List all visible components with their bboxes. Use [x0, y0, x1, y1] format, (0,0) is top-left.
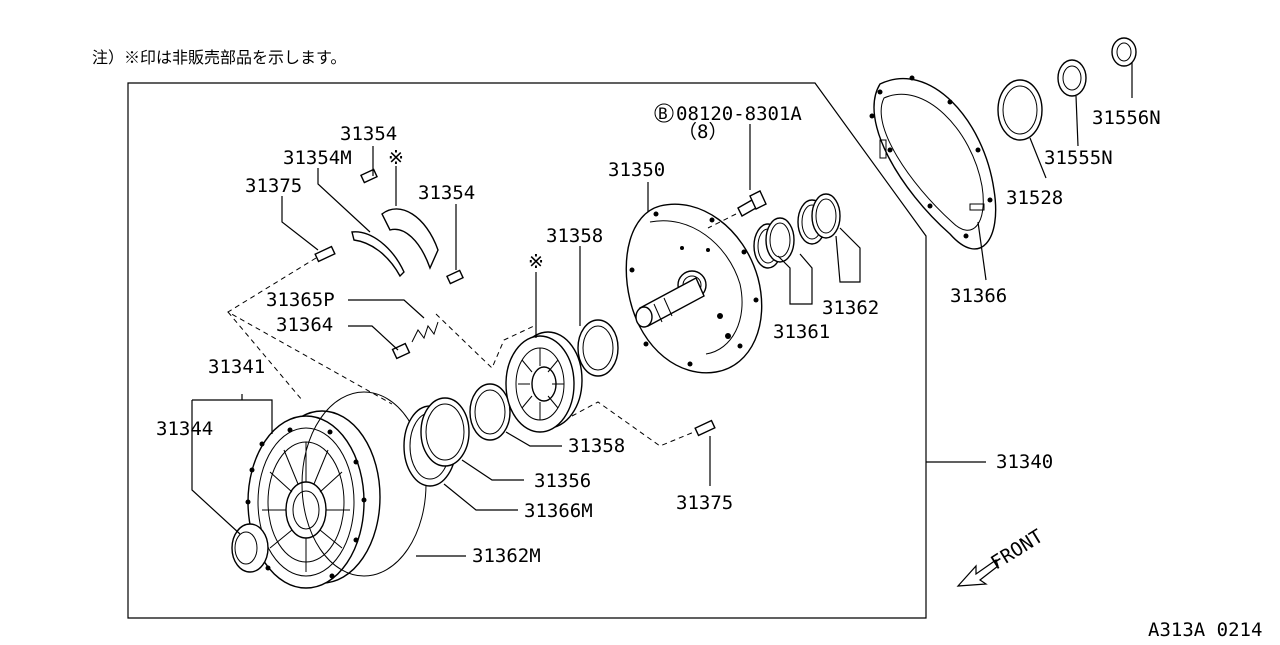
- label-31364: 31364: [276, 314, 333, 336]
- label-31354M: 31354M: [283, 147, 352, 169]
- label-31362: 31362: [822, 297, 879, 319]
- ring-31358-lower: [469, 383, 511, 441]
- label-31341: 31341: [208, 356, 265, 378]
- bolt: [707, 190, 767, 229]
- bolt-spec-number: 08120-8301A: [676, 103, 802, 125]
- label-31344: 31344: [156, 418, 213, 440]
- label-31340: 31340: [996, 451, 1053, 473]
- bolt-spec-circle: [654, 103, 674, 123]
- pump-gear: [505, 331, 583, 433]
- dowel-pin-right: [694, 419, 716, 437]
- pump-housing: [245, 410, 381, 589]
- leader-31375-left: [281, 196, 319, 251]
- label-31528: 31528: [1006, 187, 1063, 209]
- dash-line-2: [227, 311, 303, 401]
- label-31375-left: 31375: [245, 175, 302, 197]
- label-31365P: 31365P: [266, 289, 335, 311]
- front-label: FRONT: [987, 525, 1047, 574]
- gasket-31366: [869, 75, 997, 250]
- note-text: 注）※印は非販売部品を示します。: [92, 48, 346, 67]
- label-31350: 31350: [608, 159, 665, 181]
- label-asterisk-gear: ※: [528, 251, 544, 273]
- slide-vane: [351, 168, 464, 285]
- dash-line-3: [435, 313, 535, 369]
- dowel-pin-left: [314, 245, 336, 263]
- leader-31361: [777, 253, 813, 305]
- seal-rings-31362: [797, 193, 841, 245]
- leader-31354M: [317, 168, 371, 233]
- clip-31556N: [1111, 37, 1137, 67]
- label-31354-right: 31354: [418, 182, 475, 204]
- leader-31356: [461, 459, 524, 481]
- seal-rings-31361: [753, 217, 795, 269]
- pump-cover: [625, 203, 763, 374]
- leader-31358-bottom: [505, 431, 562, 447]
- ring-31555N: [1057, 59, 1087, 97]
- ring-31358-upper: [577, 319, 619, 377]
- label-31555N: 31555N: [1044, 147, 1113, 169]
- leader-31366: [977, 221, 987, 281]
- leader-31341: [192, 399, 273, 434]
- leader-31344: [191, 400, 241, 535]
- leader-31555N: [1075, 95, 1079, 147]
- leader-31364: [348, 325, 399, 351]
- leader-31362: [835, 227, 861, 283]
- label-asterisk-vane: ※: [388, 147, 404, 169]
- assembly-frame: [127, 82, 927, 619]
- label-31358-top: 31358: [546, 225, 603, 247]
- label-31362M: 31362M: [472, 545, 541, 567]
- leader-31365P: [348, 299, 425, 319]
- leader-31366M: [443, 483, 518, 511]
- diagram-code: A313A 0214: [1148, 619, 1262, 640]
- label-31375-right: 31375: [676, 492, 733, 514]
- front-indicator: FRONT: [956, 525, 1047, 587]
- label-31366: 31366: [950, 285, 1007, 307]
- bolt-spec-letter: B: [658, 104, 668, 123]
- label-31366M: 31366M: [524, 500, 593, 522]
- label-31361: 31361: [773, 321, 830, 343]
- ring-31356: [420, 397, 470, 467]
- bolt-spec-quantity: （8）: [678, 121, 727, 143]
- ring-31528: [997, 79, 1043, 141]
- label-31556N: 31556N: [1092, 107, 1161, 129]
- oil-seal: [231, 523, 269, 573]
- plug: [391, 342, 411, 360]
- label-31358-bottom: 31358: [568, 435, 625, 457]
- spring: [411, 321, 439, 343]
- label-31356: 31356: [534, 470, 591, 492]
- dash-line-4: [571, 401, 695, 447]
- leader-31528: [1029, 137, 1047, 179]
- bolt-spec: B 08120-8301A （8）: [654, 103, 802, 143]
- front-arrow-icon: [956, 559, 999, 587]
- label-31354-top: 31354: [340, 123, 397, 145]
